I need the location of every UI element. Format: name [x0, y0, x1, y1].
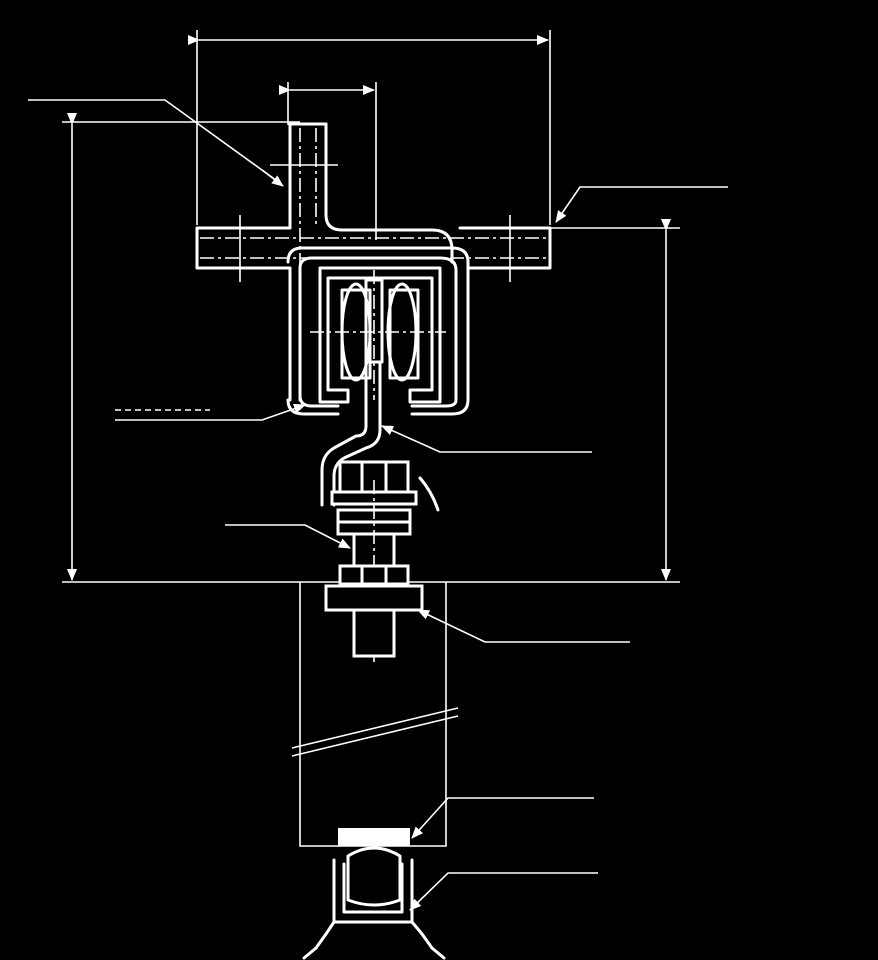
dimension-right-height: [550, 219, 680, 581]
mounting-plate: [324, 584, 424, 658]
leader-hanger-plate: [381, 425, 592, 453]
lower-hex-nut: [338, 564, 410, 586]
dimension-inner-width: [279, 82, 377, 240]
leader-floor-guide: [409, 872, 598, 911]
leader-mounting-plate: [417, 609, 630, 643]
dimension-left-height: [62, 113, 300, 581]
leader-bottom-guide-plate: [411, 797, 594, 839]
leader-bracket: [28, 99, 284, 187]
leader-wheel-housing: [115, 403, 306, 421]
dimension-top-width: [188, 30, 551, 225]
floor-guide: [302, 846, 446, 960]
track-profile: [286, 246, 470, 416]
bottom-guide-plate: [338, 828, 410, 846]
leader-track-profile: [555, 186, 728, 223]
hanger-plate: [320, 360, 440, 512]
leader-threaded-bolt: [225, 524, 351, 549]
trolley-wheels: [310, 266, 446, 404]
